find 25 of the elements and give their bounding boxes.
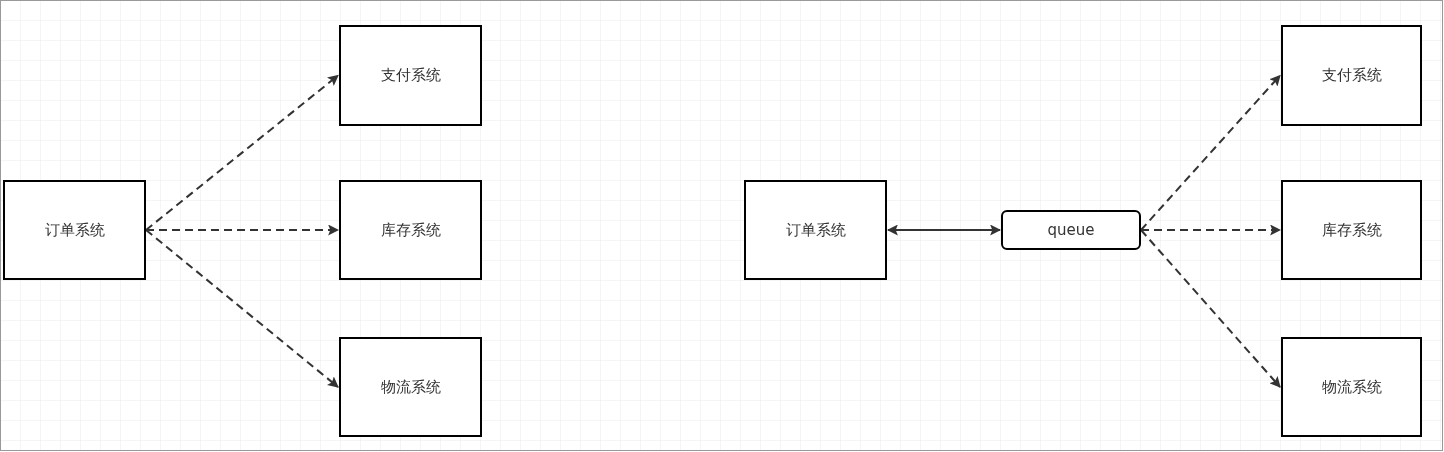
system-box [339,337,482,437]
node-label: 支付系统 [380,66,441,85]
node-label: queue [1047,221,1095,239]
system-box [3,180,146,280]
arrow [1140,74,1281,231]
node-label: 物流系统 [380,377,441,397]
arrow [145,74,339,231]
system-box [339,180,482,280]
node-label: 库存系统 [1321,220,1382,240]
system-box [1281,25,1422,126]
system-box [339,25,482,126]
system-box [744,180,887,280]
node-label: 库存系统 [380,220,441,240]
arrow [1140,224,1282,236]
system-box [1281,180,1422,280]
node-label: 订单系统 [785,220,846,240]
node-label: 物流系统 [1321,377,1382,397]
arrow [1140,229,1281,388]
arrow [145,224,340,236]
arrow [145,229,339,388]
node-label: 订单系统 [44,220,105,240]
arrow [886,224,1002,236]
queue-box [1001,210,1141,250]
node-label: 支付系统 [1321,66,1382,85]
system-box [1281,337,1422,437]
